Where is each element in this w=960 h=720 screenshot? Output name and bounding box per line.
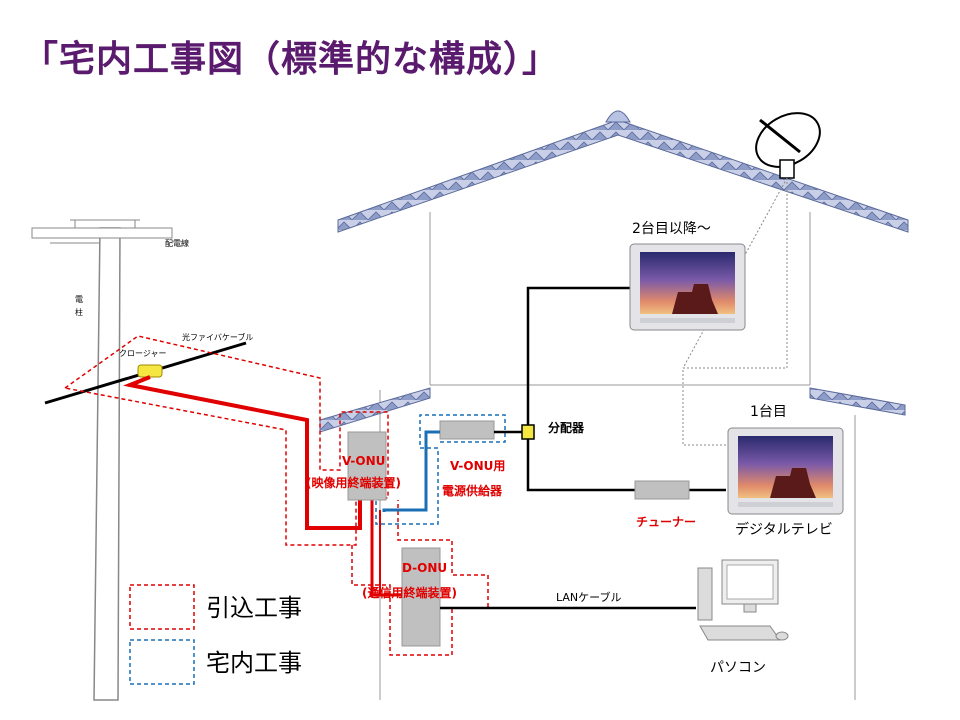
label-hikari-cable: 光ファイバケーブル bbox=[182, 332, 253, 342]
label-d-onu: D-ONU bbox=[402, 561, 447, 575]
computer-icon bbox=[697, 559, 789, 641]
drop-work-area-outline bbox=[64, 335, 389, 546]
legend-swatch-indoor-work bbox=[129, 639, 195, 685]
legend-label-indoor-work: 宅内工事 bbox=[206, 649, 302, 677]
v-onu-device bbox=[347, 431, 387, 501]
closure-icon bbox=[137, 364, 163, 378]
power-supply-device bbox=[439, 420, 495, 440]
tv-icon bbox=[727, 427, 844, 515]
label-v-onu-sub: (映像用終端装置) bbox=[306, 475, 401, 490]
left-eave bbox=[319, 387, 431, 433]
antenna-cable bbox=[682, 178, 788, 446]
cable-to-tv2 bbox=[526, 286, 630, 425]
label-tv1: 1台目 bbox=[750, 404, 787, 420]
legend-label-drop-work: 引込工事 bbox=[206, 594, 302, 622]
house bbox=[319, 110, 909, 700]
right-eave bbox=[809, 387, 906, 416]
label-lan-cable: LANケーブル bbox=[556, 590, 621, 604]
legend: 引込工事 宅内工事 bbox=[129, 584, 302, 685]
indoor-coax-line bbox=[382, 430, 440, 512]
utility-pole bbox=[31, 219, 173, 701]
label-tv2: 2台目以降〜 bbox=[632, 221, 711, 237]
splitter-icon bbox=[521, 424, 535, 440]
label-denchu-2: 柱 bbox=[75, 307, 83, 317]
label-tuner: チューナー bbox=[636, 515, 696, 529]
fiber-drop-line bbox=[122, 375, 362, 530]
legend-swatch-drop-work bbox=[129, 584, 195, 630]
tuner-device bbox=[634, 480, 690, 500]
tv-icon bbox=[629, 243, 746, 331]
label-closure: クロージャー bbox=[119, 349, 166, 358]
label-pc: パソコン bbox=[710, 660, 766, 676]
label-power-supply-2: 電源供給器 bbox=[442, 483, 503, 498]
label-denchu-1: 電 bbox=[75, 295, 83, 304]
label-v-onu: V-ONU bbox=[342, 454, 385, 468]
d-onu-device bbox=[401, 547, 441, 647]
roof-ridge-cap bbox=[605, 110, 631, 123]
label-digital-tv: デジタルテレビ bbox=[735, 521, 833, 538]
label-splitter: 分配器 bbox=[548, 420, 585, 435]
main-roof bbox=[337, 119, 909, 233]
label-d-onu-sub: (通信用終端装置) bbox=[362, 585, 457, 600]
page-title: 「宅内工事図（標準的な構成）」 bbox=[22, 39, 560, 80]
label-haidensen: 配電線 bbox=[165, 238, 189, 248]
label-power-supply-1: V-ONU用 bbox=[450, 459, 505, 473]
fiber-to-d-onu bbox=[370, 488, 402, 597]
cable-to-tuner bbox=[526, 439, 635, 492]
